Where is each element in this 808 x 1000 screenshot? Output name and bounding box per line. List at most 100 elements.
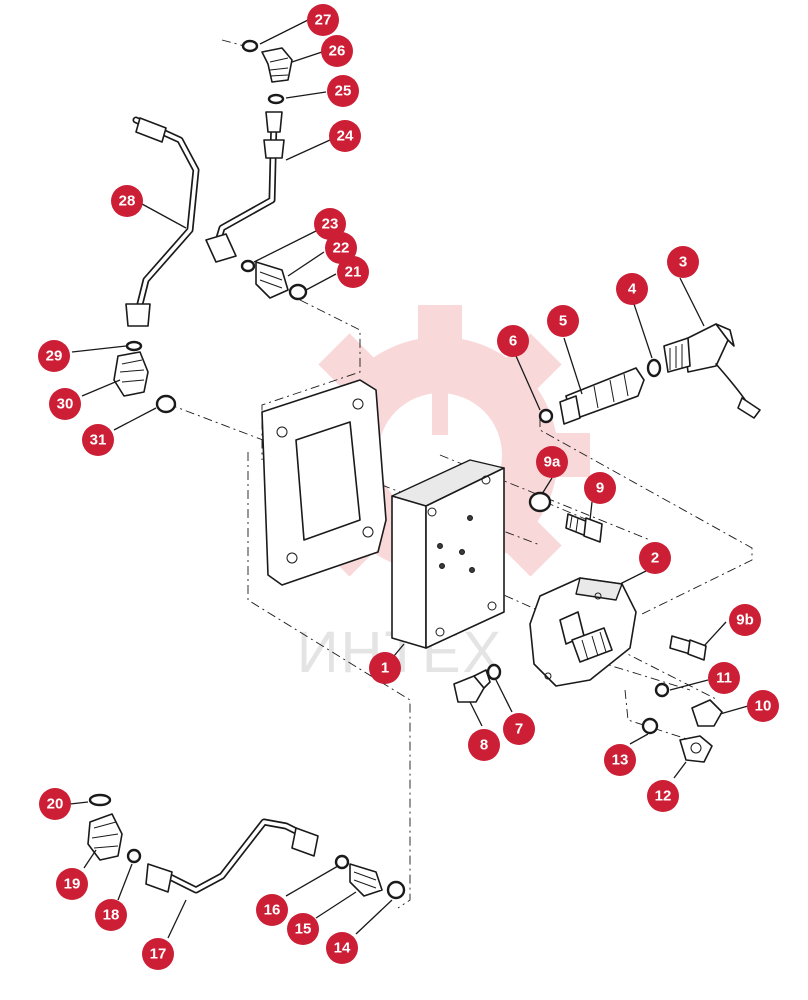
fitting-25-washer	[267, 93, 285, 105]
callout-2: 2	[639, 542, 671, 574]
callout-22: 22	[325, 232, 357, 264]
svg-text:12: 12	[655, 788, 672, 805]
svg-text:13: 13	[612, 752, 629, 769]
washer-14	[386, 880, 406, 900]
washer-7	[486, 663, 502, 681]
bolt-10	[691, 699, 723, 727]
solenoid-3	[663, 323, 761, 419]
callout-28: 28	[111, 185, 143, 217]
svg-text:9a: 9a	[544, 454, 561, 471]
svg-text:16: 16	[264, 902, 281, 919]
callout-24: 24	[329, 120, 361, 152]
callout-31: 31	[82, 424, 114, 456]
callout-13: 13	[604, 744, 636, 776]
svg-text:29: 29	[46, 348, 63, 365]
svg-text:1: 1	[381, 660, 389, 677]
leader-lines	[69, 19, 749, 939]
washer-18	[126, 848, 142, 864]
callout-27: 27	[307, 4, 339, 36]
callout-10: 10	[747, 690, 779, 722]
washer-13	[641, 717, 659, 735]
fitting-30-elbow	[113, 351, 149, 397]
svg-text:23: 23	[322, 216, 339, 233]
callout-29: 29	[38, 340, 70, 372]
svg-text:21: 21	[345, 264, 362, 281]
callout-23: 23	[314, 208, 346, 240]
pipe-28	[125, 116, 200, 327]
callout-19: 19	[56, 868, 88, 900]
callout-8: 8	[468, 729, 500, 761]
fitting-29-washer	[125, 340, 143, 352]
washer-11	[654, 682, 670, 698]
connector-15	[349, 863, 383, 897]
washer-16	[334, 854, 350, 870]
pipe-17	[145, 818, 319, 894]
svg-text:18: 18	[103, 907, 120, 924]
callout-16: 16	[256, 894, 288, 926]
callout-17: 17	[142, 938, 174, 970]
callout-9: 9	[584, 472, 616, 504]
washer-6	[538, 408, 554, 424]
callout-26: 26	[321, 35, 353, 67]
fitting-21-washer	[288, 283, 308, 301]
svg-text:30: 30	[57, 396, 74, 413]
svg-text:6: 6	[509, 333, 517, 350]
svg-text:27: 27	[315, 12, 332, 29]
fitting-31-washer	[155, 394, 177, 414]
fitting-26-elbow	[261, 47, 293, 83]
callout-6: 6	[497, 325, 529, 357]
bolt-12	[679, 735, 713, 763]
svg-text:22: 22	[333, 240, 350, 257]
svg-text:24: 24	[337, 128, 354, 145]
washer-9a	[528, 491, 552, 513]
washer-4	[646, 358, 662, 378]
callout-30: 30	[49, 388, 81, 420]
svg-text:17: 17	[150, 946, 167, 963]
callout-1: 1	[369, 652, 401, 684]
svg-text:10: 10	[755, 698, 772, 715]
callout-7: 7	[503, 713, 535, 745]
callout-21: 21	[337, 256, 369, 288]
svg-text:26: 26	[329, 43, 346, 60]
spool-5	[559, 367, 645, 425]
fitting-27-washer	[241, 39, 259, 53]
callout-14: 14	[326, 932, 358, 964]
svg-text:3: 3	[679, 254, 687, 271]
svg-text:11: 11	[716, 670, 732, 687]
svg-text:15: 15	[295, 921, 312, 938]
svg-text:8: 8	[480, 737, 488, 754]
svg-text:2: 2	[651, 550, 659, 567]
pipe-24	[205, 111, 285, 263]
callout-9b: 9b	[729, 604, 761, 636]
svg-text:20: 20	[47, 796, 64, 813]
svg-text:5: 5	[559, 313, 567, 330]
callout-4: 4	[616, 273, 648, 305]
block-part-1	[391, 459, 505, 649]
washer-20	[88, 793, 112, 807]
svg-text:28: 28	[119, 193, 136, 210]
bolt-9b	[669, 635, 707, 661]
fitting-22-connector	[255, 261, 289, 299]
svg-text:19: 19	[64, 876, 81, 893]
callout-12: 12	[647, 780, 679, 812]
callout-20: 20	[39, 788, 71, 820]
callout-3: 3	[667, 246, 699, 278]
callout-5: 5	[547, 305, 579, 337]
svg-text:25: 25	[335, 83, 352, 100]
svg-text:9: 9	[596, 480, 604, 497]
svg-text:7: 7	[515, 721, 523, 738]
callout-9a: 9a	[536, 446, 568, 478]
callout-18: 18	[95, 899, 127, 931]
callout-25: 25	[327, 75, 359, 107]
plug-8	[453, 669, 491, 703]
svg-text:31: 31	[90, 432, 107, 449]
fitting-23-washer	[240, 259, 256, 273]
bolt-9	[565, 513, 603, 543]
svg-text:4: 4	[628, 281, 637, 298]
callout-15: 15	[287, 913, 319, 945]
gasket-plate	[261, 379, 387, 586]
callout-11: 11	[708, 662, 740, 694]
housing-part-2	[529, 577, 637, 687]
elbow-19	[87, 813, 123, 861]
